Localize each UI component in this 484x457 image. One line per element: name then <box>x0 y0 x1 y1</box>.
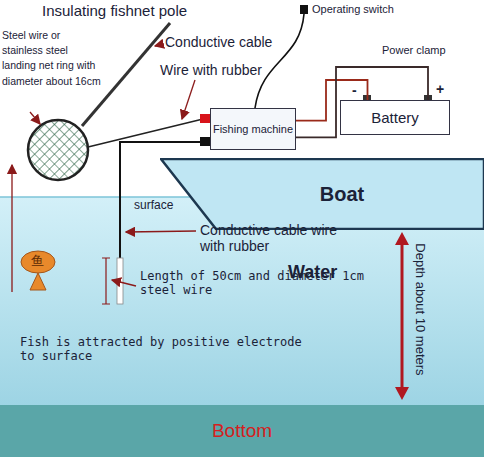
annotation-label: Wire with rubber <box>160 62 262 78</box>
annotation-label: Conductive cable wire with rubber <box>200 222 350 254</box>
depth-arrow <box>395 232 409 400</box>
annotation-label: Conductive cable <box>165 34 272 50</box>
machine-box: Fishing machine <box>210 108 296 150</box>
annotation-label: Length of 50cm and diameter 1cm steel wi… <box>140 270 385 298</box>
operating-switch <box>300 5 308 14</box>
red-terminal <box>200 114 210 123</box>
annotation-label: surface <box>134 199 173 213</box>
edge-label: Power clamp <box>382 44 446 57</box>
boat-hull: Boat <box>160 158 484 230</box>
annotation-label: Insulating fishnet pole <box>42 2 187 19</box>
node-text: Battery <box>371 109 419 126</box>
node-text: Bottom <box>212 420 272 442</box>
black-terminal <box>200 137 210 146</box>
dimension-bracket <box>102 258 110 304</box>
insulating-pole <box>82 23 170 126</box>
net-mesh <box>26 118 90 182</box>
annotation-label: Fish is attracted by positive electrode … <box>20 336 320 364</box>
annotation-label: Depth about 10 meters <box>413 239 428 379</box>
node-text: Boat <box>320 183 364 206</box>
bottom-band: Bottom <box>0 405 484 457</box>
annotation-label: Steel wire or stainless steel landing ne… <box>2 28 102 89</box>
annotation-label: Operating switch <box>312 3 394 16</box>
net-ring <box>28 120 88 180</box>
node-text: Fishing machine <box>213 123 293 136</box>
annotation-label: 鱼 <box>31 254 44 269</box>
annotation-label: - <box>352 82 357 98</box>
switch-cable <box>255 14 304 108</box>
annotation-label: + <box>436 81 444 97</box>
fish-figure <box>21 251 55 290</box>
battery-box: Battery <box>340 100 450 135</box>
